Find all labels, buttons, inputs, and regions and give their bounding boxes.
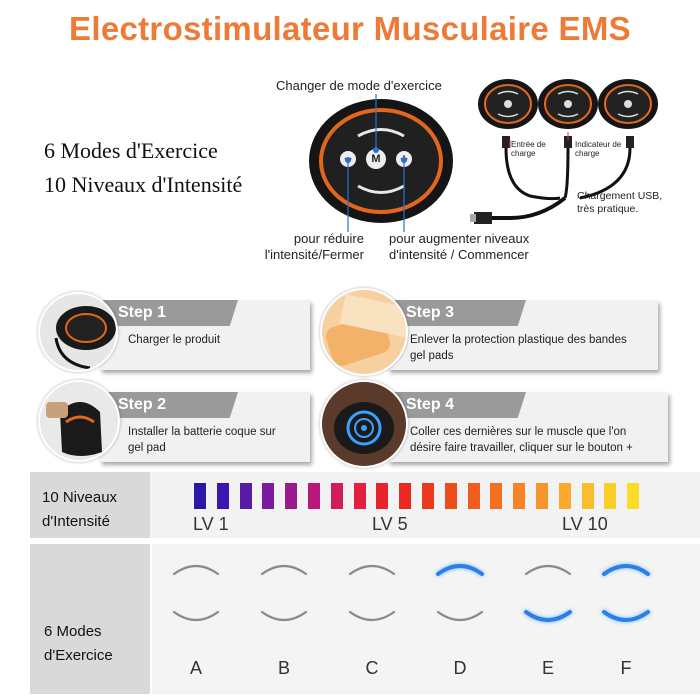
intensity-bar xyxy=(513,483,526,509)
step4-heading: Step 4 xyxy=(388,392,526,418)
mode-letter: D xyxy=(453,658,467,678)
mode-arcs xyxy=(436,564,484,622)
intensity-bar xyxy=(422,483,434,509)
mode-arcs xyxy=(348,564,396,622)
mode-arcs xyxy=(602,564,650,622)
page-title: Electrostimulateur Musculaire EMS xyxy=(69,10,631,47)
step4-box: Step 4 Coller ces dernières sur le muscl… xyxy=(388,392,668,462)
modes-label-panel xyxy=(30,544,150,694)
intensity-bar xyxy=(308,483,320,509)
step3-box: Step 3 Enlever la protection plastique d… xyxy=(388,300,658,370)
mode-letter: E xyxy=(541,658,554,678)
level-label-5: LV 5 xyxy=(372,514,408,534)
mode-bottom-arc xyxy=(260,610,308,622)
mode-letter: F xyxy=(620,658,632,678)
step1-heading: Step 1 xyxy=(100,300,238,326)
mode-top-arc xyxy=(524,564,572,576)
intensity-bar xyxy=(490,483,503,509)
mode-bottom-arc xyxy=(436,610,484,622)
mode-bottom-arc xyxy=(602,610,650,622)
mode-arcs xyxy=(172,564,220,622)
intensity-bar xyxy=(399,483,412,509)
mode-top-arc xyxy=(172,564,220,576)
intensity-bar xyxy=(194,483,206,509)
mode-bottom-arc xyxy=(348,610,396,622)
callout-minus: pour réduire l'intensité/Fermer xyxy=(264,231,364,262)
intensity-bar xyxy=(353,483,366,509)
charging-devices xyxy=(470,79,658,224)
intensity-bar xyxy=(330,483,343,509)
step3-image xyxy=(320,288,408,376)
step1-text: Charger le produit xyxy=(128,334,221,346)
intensity-bar xyxy=(467,483,480,509)
intensity-label: 10 Niveaux d'Intensité xyxy=(42,489,118,530)
modes-feature-text: 6 Modes d'Exercice xyxy=(44,138,218,163)
intensity-bar xyxy=(376,483,389,509)
intensity-bar xyxy=(285,483,298,509)
step2-heading: Step 2 xyxy=(100,392,238,418)
mode-top-arc xyxy=(602,564,650,576)
intensity-label-panel xyxy=(30,472,150,538)
step2-box: Step 2 Installer la batterie coque sur g… xyxy=(100,392,310,462)
intensity-bar xyxy=(262,483,275,509)
mode-letter: C xyxy=(365,658,379,678)
intensity-bar xyxy=(581,483,594,509)
levels-feature-text: 10 Niveaux d'Intensité xyxy=(44,172,243,197)
step4-text: Coller ces dernières sur le muscle que l… xyxy=(410,426,633,454)
step4-image xyxy=(320,380,408,468)
step1-image xyxy=(38,292,118,372)
device-mode-button[interactable]: M xyxy=(366,149,386,169)
mode-bottom-arc xyxy=(524,610,572,622)
intensity-bar xyxy=(216,483,229,509)
intensity-bar xyxy=(239,483,252,509)
mode-letter: B xyxy=(277,658,290,678)
mode-letter: A xyxy=(189,658,202,678)
intensity-bar xyxy=(536,483,548,509)
intensity-bar xyxy=(444,483,457,509)
intensity-bar xyxy=(558,483,571,509)
mode-top-arc xyxy=(260,564,308,576)
charge-indicator-label: Indicateur de charge xyxy=(575,140,622,158)
mode-bottom-arc xyxy=(172,610,220,622)
level-label-10: LV 10 xyxy=(562,514,608,534)
mode-arcs xyxy=(260,564,308,622)
usb-charging-text: Chargement USB, très pratique. xyxy=(577,190,663,215)
step2-image xyxy=(38,380,120,462)
callout-plus: pour augmenter niveaux d'intensité / Com… xyxy=(389,231,530,262)
intensity-bar xyxy=(627,483,640,509)
mode-arcs xyxy=(524,564,572,622)
mode-top-arc xyxy=(348,564,396,576)
level-label-1: LV 1 xyxy=(193,514,229,534)
callout-mode: Changer de mode d'exercice xyxy=(276,78,442,93)
step3-heading: Step 3 xyxy=(388,300,526,326)
mode-top-arc xyxy=(436,564,484,576)
intensity-bar xyxy=(604,483,617,509)
step1-box: Step 1 Charger le produit xyxy=(100,300,310,370)
callout-lines xyxy=(345,94,407,232)
step3-text: Enlever la protection plastique des band… xyxy=(410,334,627,362)
step2-text: Installer la batterie coque sur gel pad xyxy=(128,426,276,454)
modes-label: 6 Modes d'Exercice xyxy=(44,623,113,664)
charge-input-label: Entrée de charge xyxy=(511,140,546,158)
